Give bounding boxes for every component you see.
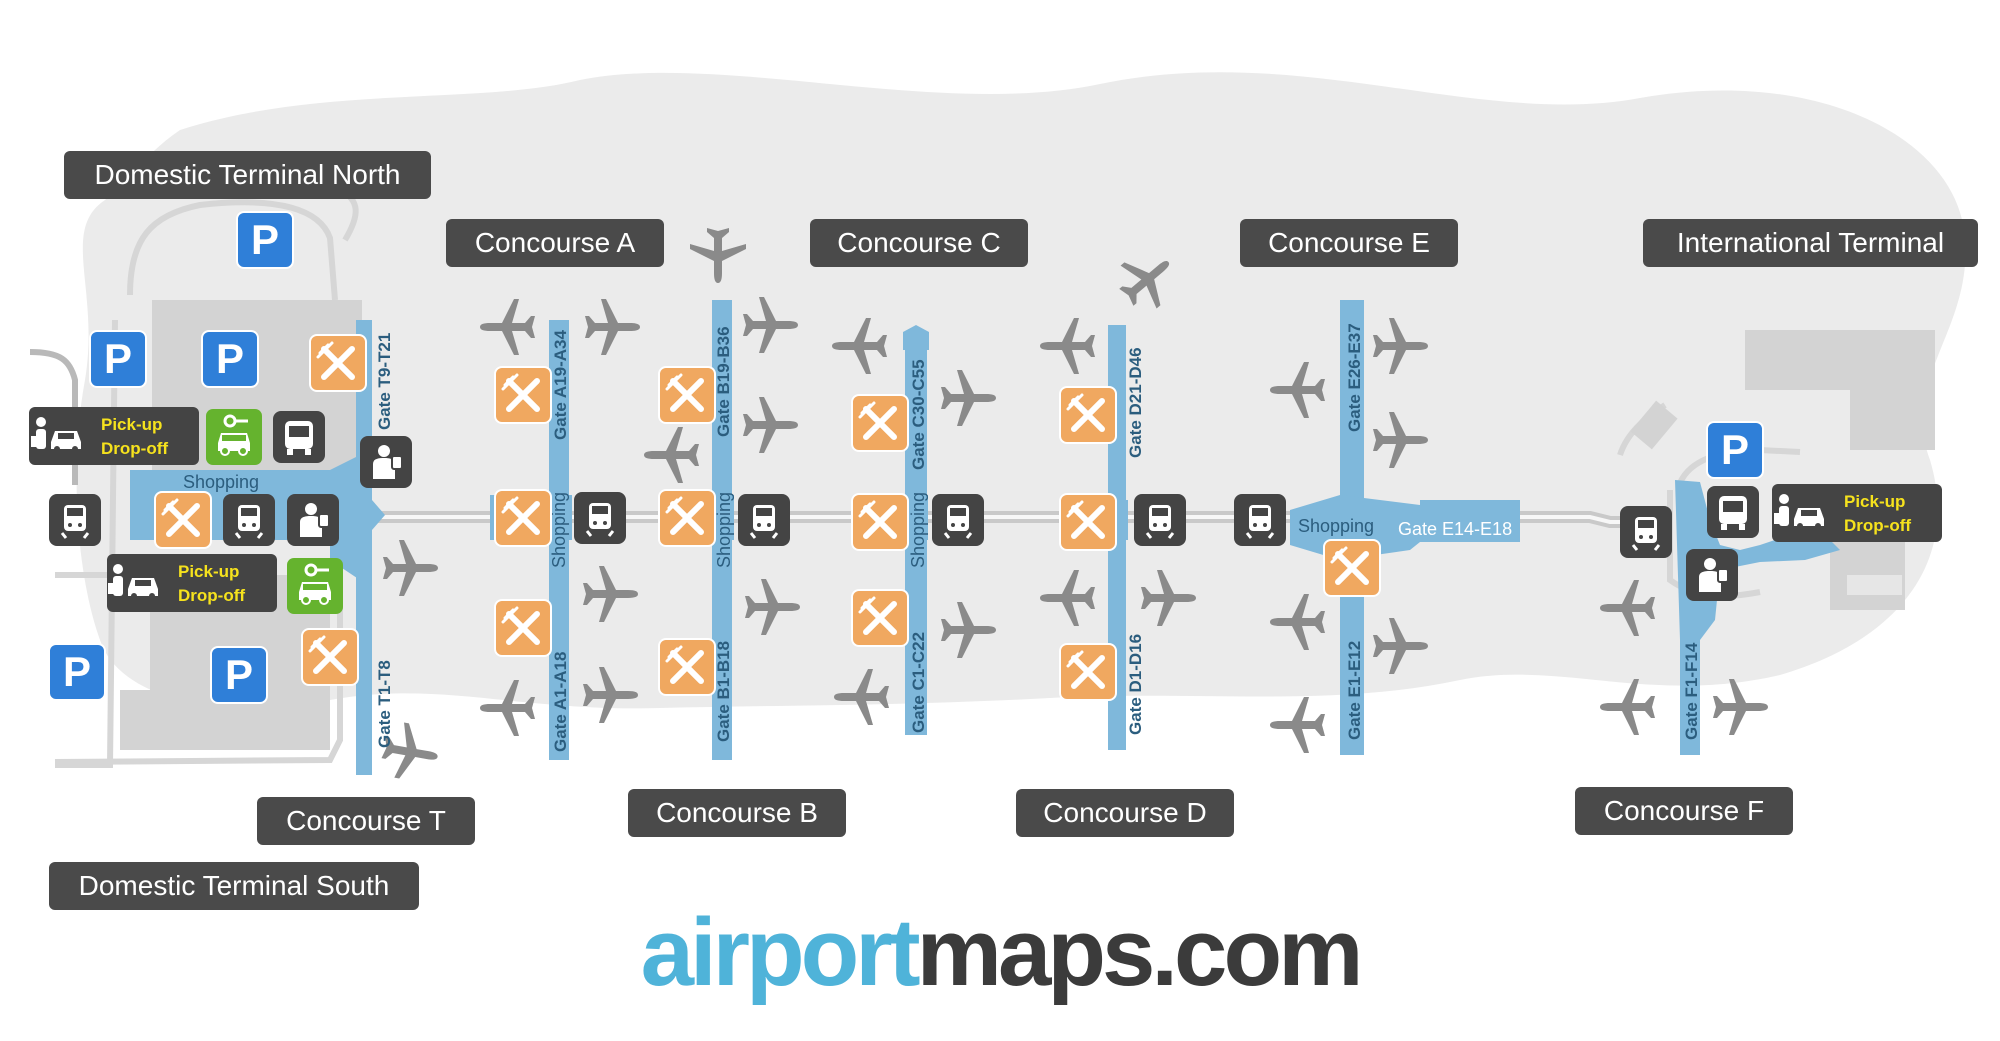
car-rental-icon[interactable] [285,556,345,616]
shopping-labels: Shopping Shopping Shopping Shopping Shop… [183,472,1374,568]
parking-icon[interactable] [201,330,259,388]
shopping-label-e: Shopping [1298,516,1374,536]
shopping-label-a: Shopping [549,492,569,568]
label-concourse-c[interactable]: Concourse C [810,219,1028,267]
gate-labels: Gate T9-T21 Gate T1-T8 Gate A19-A34 Gate… [375,323,1701,752]
shopping-label-domestic: Shopping [183,472,259,492]
gate-label-t-south: Gate T1-T8 [375,660,394,748]
label-international-terminal[interactable]: International Terminal [1643,219,1978,267]
logo-part-airport: airport [640,899,921,1006]
gate-label-d-south: Gate D1-D16 [1126,634,1145,735]
pickup-dropoff-international[interactable]: Pick-up Drop-off [1772,484,1942,542]
gate-label-d-north: Gate D21-D46 [1126,347,1145,458]
food-icon[interactable] [852,590,908,646]
gate-label-c-south: Gate C1-C22 [909,632,928,733]
airplane-icon [1600,679,1655,735]
food-icon[interactable] [302,629,358,685]
gate-label-e-mid: Gate E14-E18 [1398,519,1512,539]
parking-icon[interactable] [48,643,106,701]
car-rental-icon[interactable] [204,407,264,467]
label-concourse-b[interactable]: Concourse B [628,789,846,837]
food-icon[interactable] [1060,644,1116,700]
train-icon[interactable] [736,492,792,548]
pickup-dropoff-north[interactable]: Pick-up Drop-off [29,407,199,465]
parking-icon[interactable] [89,330,147,388]
dropoff-label: Drop-off [101,439,168,458]
food-icon[interactable] [495,490,551,546]
label-concourse-a[interactable]: Concourse A [446,219,664,267]
security-icon[interactable] [286,493,340,547]
gate-label-b-south: Gate B1-B18 [714,641,733,742]
airplane-icon [1713,679,1768,735]
dropoff-label: Drop-off [1844,516,1911,535]
food-icon[interactable] [495,367,551,423]
food-icon[interactable] [1060,494,1116,550]
gate-label-e-south: Gate E1-E12 [1345,641,1364,740]
security-icon[interactable] [359,435,413,489]
train-icon[interactable] [1132,492,1188,548]
gate-label-a-north: Gate A19-A34 [551,330,570,440]
gate-label-a-south: Gate A1-A18 [551,652,570,752]
food-icon[interactable] [852,395,908,451]
gate-label-e-north: Gate E26-E37 [1345,323,1364,432]
label-domestic-terminal-north[interactable]: Domestic Terminal North [64,151,431,199]
gate-label-b-north: Gate B19-B36 [714,326,733,437]
parking-icon[interactable] [210,646,268,704]
dropoff-label: Drop-off [178,586,245,605]
train-icon[interactable] [47,492,103,548]
pickup-label: Pick-up [1844,492,1905,511]
airplane-icon [1270,697,1325,753]
bus-icon[interactable] [273,411,325,463]
pickup-label: Pick-up [101,415,162,434]
label-concourse-e[interactable]: Concourse E [1240,219,1458,267]
label-concourse-d[interactable]: Concourse D [1016,789,1234,837]
label-concourse-t[interactable]: Concourse T [257,797,475,845]
airportmaps-logo: airportmaps.com [0,905,2000,1001]
train-icon[interactable] [221,492,277,548]
food-icon[interactable] [1324,540,1380,596]
gate-label-c-north: Gate C30-C55 [909,359,928,470]
food-icon[interactable] [659,367,715,423]
shopping-label-b: Shopping [714,492,734,568]
pickup-dropoff-south[interactable]: Pick-up Drop-off [107,554,277,612]
train-icon[interactable] [930,492,986,548]
pickup-label: Pick-up [178,562,239,581]
train-icon[interactable] [1232,492,1288,548]
food-icon[interactable] [1060,387,1116,443]
parking-icon[interactable] [1706,421,1764,479]
logo-part-maps: maps.com [916,899,1364,1006]
gate-label-f: Gate F1-F14 [1682,642,1701,740]
food-icon[interactable] [659,639,715,695]
food-icon[interactable] [852,494,908,550]
food-icon[interactable] [659,490,715,546]
shopping-label-c: Shopping [908,492,928,568]
food-icon[interactable] [155,492,211,548]
food-icon[interactable] [495,600,551,656]
bus-icon[interactable] [1707,486,1759,538]
food-icon[interactable] [310,335,366,391]
parking-icon[interactable] [236,211,294,269]
label-concourse-f[interactable]: Concourse F [1575,787,1793,835]
label-domestic-terminal-south[interactable]: Domestic Terminal South [49,862,419,910]
security-icon[interactable] [1685,548,1739,602]
train-icon[interactable] [572,490,628,546]
train-icon[interactable] [1618,504,1674,560]
gate-label-t-north: Gate T9-T21 [375,333,394,430]
